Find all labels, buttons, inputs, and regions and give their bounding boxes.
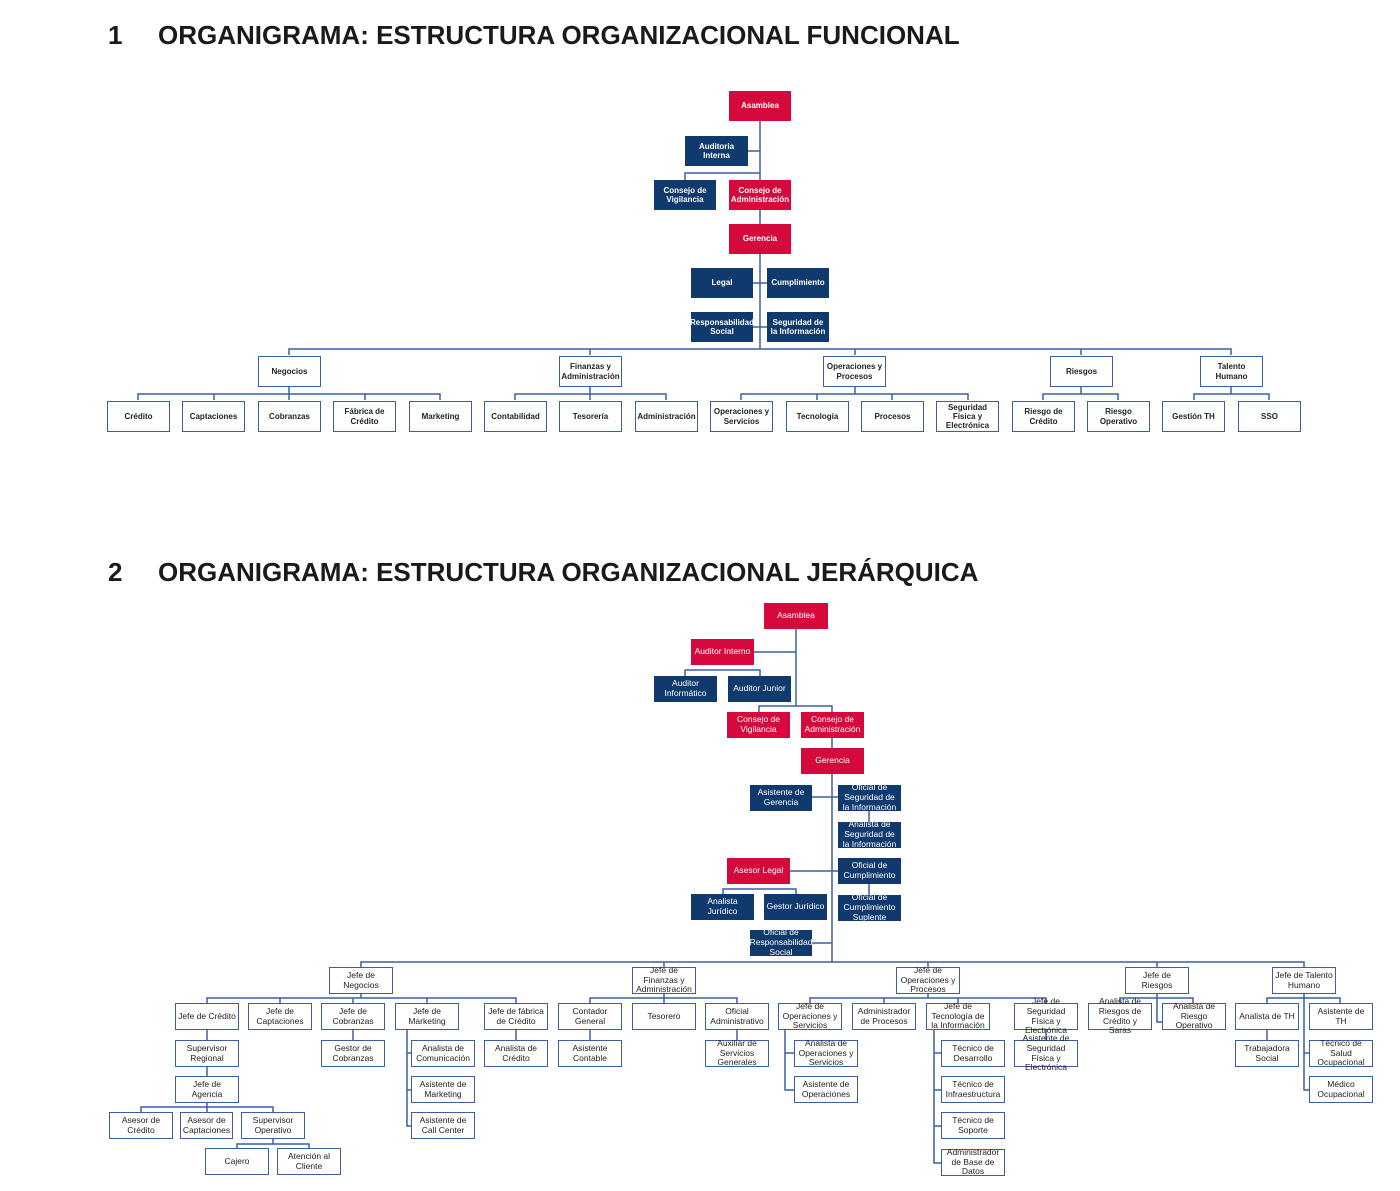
j-auditor-interno: Auditor Interno [691, 639, 754, 665]
j-asesor-captaciones: Asesor de Captaciones [180, 1112, 233, 1139]
j-administrador-bd: Administrador de Base de Datos [941, 1147, 1005, 1176]
f-cobranzas: Cobranzas [258, 401, 321, 432]
f-legal: Legal [691, 268, 753, 298]
j-analista-credito: Analista de Crédito [484, 1040, 548, 1067]
j-jefe-agencia: Jefe de Agencia [175, 1076, 239, 1103]
j-jefe-riesgos: Jefe de Riesgos [1125, 967, 1189, 994]
f-credito: Crédito [107, 401, 170, 432]
j-oficial-seg-info: Oficial de Seguridad de la Información [838, 782, 901, 812]
f-marketing: Marketing [409, 401, 472, 432]
j-tecnico-infraestructura: Técnico de Infraestructura [941, 1076, 1005, 1103]
f-negocios: Negocios [258, 356, 321, 387]
j-tecnico-soporte: Técnico de Soporte [941, 1112, 1005, 1139]
j-jefe-operaciones-servicios: Jefe de Operaciones y Servicios [778, 1001, 842, 1030]
j-analista-riesgo-operativo: Analista de Riesgo Operativo [1162, 1001, 1226, 1030]
j-jefe-seguridad-fisica: Jefe de Seguridad Física y Electrónica [1014, 996, 1078, 1035]
j-asesor-legal: Asesor Legal [727, 858, 790, 884]
j-analista-juridico: Analista Jurídico [691, 894, 754, 920]
j-jefe-credito: Jefe de Crédito [175, 1003, 239, 1030]
j-jefe-talento: Jefe de Talento Humano [1272, 967, 1336, 994]
f-riesgo-operativo: Riesgo Operativo [1087, 401, 1150, 432]
f-riesgos: Riesgos [1050, 356, 1113, 387]
j-jefe-operaciones-procesos: Jefe de Operaciones y Procesos [896, 965, 960, 994]
f-sso: SSO [1238, 401, 1301, 432]
section-1-heading: 1 ORGANIGRAMA: ESTRUCTURA ORGANIZACIONAL … [108, 20, 960, 51]
j-asistente-gerencia: Asistente de Gerencia [750, 785, 812, 811]
j-analista-comunicacion: Analista de Comunicación [411, 1040, 475, 1067]
j-analista-th: Analista de TH [1235, 1003, 1299, 1030]
j-supervisor-operativo: Supervisor Operativo [241, 1112, 305, 1139]
f-finanzas: Finanzas y Administración [559, 356, 622, 387]
j-jefe-fabrica: Jefe de fábrica de Crédito [484, 1003, 548, 1030]
f-seguridad-informacion: Seguridad de la Información [767, 312, 829, 342]
f-fabrica-credito: Fábrica de Crédito [333, 401, 396, 432]
j-asesor-credito: Asesor de Crédito [109, 1112, 173, 1139]
j-auditor-junior: Auditor Junior [728, 676, 791, 702]
section-1-title: ORGANIGRAMA: ESTRUCTURA ORGANIZACIONAL F… [158, 20, 960, 50]
j-asistente-th: Asistente de TH [1309, 1003, 1373, 1030]
f-captaciones: Captaciones [182, 401, 245, 432]
j-asamblea: Asamblea [764, 603, 828, 629]
f-contabilidad: Contabilidad [484, 401, 547, 432]
j-asistente-call-center: Asistente de Call Center [411, 1112, 475, 1139]
f-procesos: Procesos [861, 401, 924, 432]
f-riesgo-credito: Riesgo de Crédito [1012, 401, 1075, 432]
j-gerencia: Gerencia [801, 748, 864, 774]
j-asistente-marketing: Asistente de Marketing [411, 1076, 475, 1103]
f-gestion-th: Gestión TH [1162, 401, 1225, 432]
j-auxiliar-servicios: Auxiliar de Servicios Generales [705, 1038, 769, 1067]
j-analista-operaciones: Analista de Operaciones y Servicios [794, 1038, 858, 1067]
j-medico-ocupacional: Médico Ocupacional [1309, 1076, 1373, 1103]
j-jefe-finanzas: Jefe de Finanzas y Administración [632, 965, 696, 994]
j-trabajadora-social: Trabajadora Social [1235, 1040, 1299, 1067]
j-oficial-cumplimiento: Oficial de Cumplimiento [838, 858, 901, 884]
j-tecnico-salud: Técnico de Salud Ocupacional [1309, 1038, 1373, 1067]
j-administrador-procesos: Administrador de Procesos [852, 1003, 916, 1030]
f-gerencia: Gerencia [729, 224, 791, 254]
j-jefe-negocios: Jefe de Negocios [329, 967, 393, 994]
j-gestor-juridico: Gestor Jurídico [764, 894, 827, 920]
j-atencion-cliente: Atención al Cliente [277, 1148, 341, 1175]
j-asistente-operaciones: Asistente de Operaciones [794, 1076, 858, 1103]
f-responsabilidad-social: Responsabilidad Social [690, 312, 754, 342]
j-supervisor-regional: Supervisor Regional [175, 1040, 239, 1067]
j-gestor-cobranzas: Gestor de Cobranzas [321, 1040, 385, 1067]
f-consejo-administracion: Consejo de Administración [729, 180, 791, 210]
section-2-heading: 2 ORGANIGRAMA: ESTRUCTURA ORGANIZACIONAL … [108, 557, 978, 588]
j-oficial-administrativo: Oficial Administrativo [705, 1003, 769, 1030]
j-jefe-marketing: Jefe de Marketing [395, 1003, 459, 1030]
j-jefe-captaciones: Jefe de Captaciones [248, 1003, 312, 1030]
f-seguridad-fisica: Seguridad Física y Electrónica [936, 401, 999, 432]
j-oficial-resp-social: Oficial de Responsabilidad Social [749, 927, 813, 957]
f-tecnologia: Tecnología [786, 401, 849, 432]
f-asamblea: Asamblea [729, 91, 791, 121]
j-jefe-cobranzas: Jefe de Cobranzas [321, 1003, 385, 1030]
f-cumplimiento: Cumplimiento [767, 268, 829, 298]
j-jefe-tecnologia: Jefe de Tecnología de la Información [926, 1001, 990, 1030]
section-1-number: 1 [108, 20, 123, 50]
j-cajero: Cajero [205, 1148, 269, 1175]
section-2-title: ORGANIGRAMA: ESTRUCTURA ORGANIZACIONAL J… [158, 557, 979, 587]
j-consejo-administracion: Consejo de Administración [801, 712, 864, 738]
j-contador-general: Contador General [558, 1003, 622, 1030]
j-auditor-informatico: Auditor Informático [654, 676, 717, 702]
f-consejo-vigilancia: Consejo de Vigilancia [654, 180, 716, 210]
j-tesorero: Tesorero [632, 1003, 696, 1030]
j-tecnico-desarrollo: Técnico de Desarrollo [941, 1040, 1005, 1067]
j-oficial-cumplimiento-suplente: Oficial de Cumplimiento Suplente [838, 892, 901, 922]
j-asistente-seguridad-fisica: Asistente de Seguridad Física y Electrón… [1014, 1033, 1078, 1072]
f-talento: Talento Humano [1200, 356, 1263, 387]
f-operaciones-servicios: Operaciones y Servicios [710, 401, 773, 432]
j-analista-seg-info: Analista de Seguridad de la Información [838, 819, 901, 849]
j-analista-riesgos-credito: Analista de Riesgos de Crédito y Saras [1088, 996, 1152, 1035]
f-auditoria-interna: Auditoria Interna [685, 136, 748, 166]
f-administracion: Administración [635, 401, 698, 432]
j-asistente-contable: Asistente Contable [558, 1040, 622, 1067]
f-tesoreria: Tesorería [559, 401, 622, 432]
section-2-number: 2 [108, 557, 123, 587]
f-operaciones: Operaciones y Procesos [823, 356, 886, 387]
j-consejo-vigilancia: Consejo de Vigilancia [727, 712, 790, 738]
